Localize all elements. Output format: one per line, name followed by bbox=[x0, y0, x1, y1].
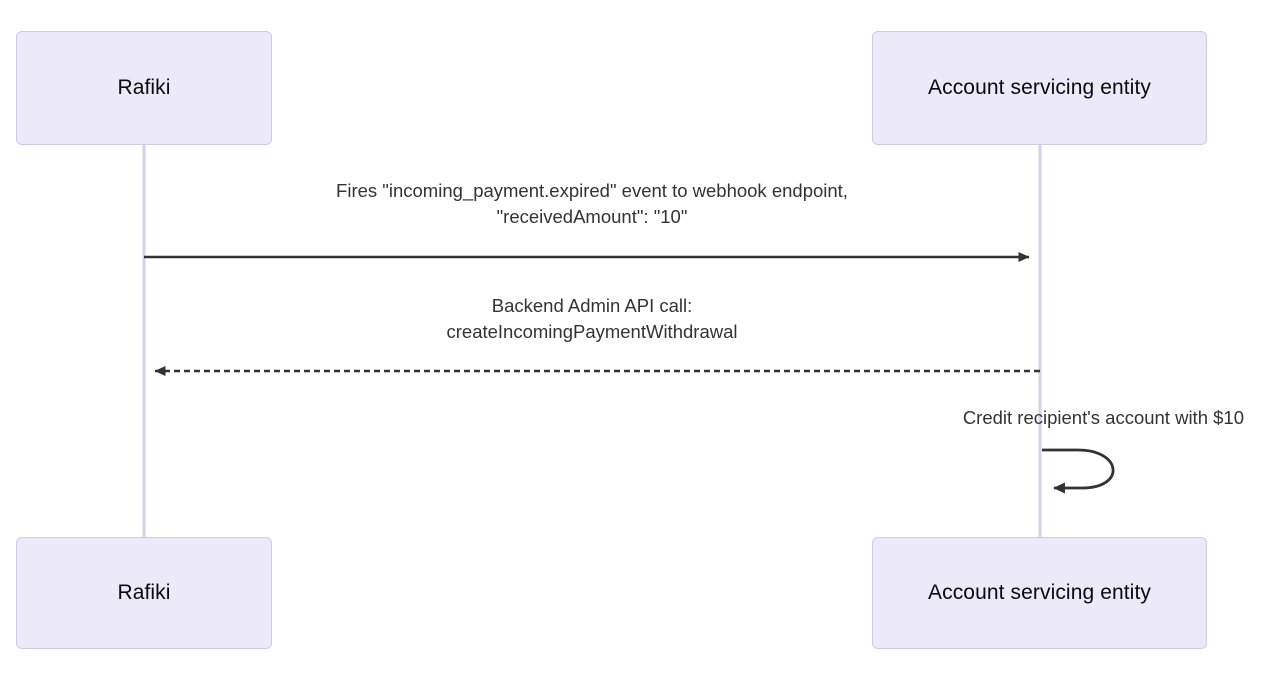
message-selfloop-credit-account bbox=[1042, 448, 1115, 494]
actor-box-rafiki-top[interactable]: Rafiki bbox=[16, 31, 272, 145]
actor-box-account-servicing-entity-top[interactable]: Account servicing entity bbox=[872, 31, 1207, 145]
actor-label-account-servicing-entity-top: Account servicing entity bbox=[927, 76, 1151, 100]
actor-label-account-servicing-entity-bottom: Account servicing entity bbox=[927, 581, 1151, 605]
actor-label-rafiki-top: Rafiki bbox=[117, 76, 171, 100]
actor-box-rafiki-bottom[interactable]: Rafiki bbox=[16, 537, 272, 649]
message-label-admin-api-call: Backend Admin API call: createIncomingPa… bbox=[446, 295, 738, 342]
actor-label-rafiki-bottom: Rafiki bbox=[117, 581, 171, 605]
message-label-credit-account: Credit recipient's account with $10 bbox=[962, 407, 1244, 428]
actor-box-account-servicing-entity-bottom[interactable]: Account servicing entity bbox=[872, 537, 1207, 649]
message-label-webhook-event: Fires "incoming_payment.expired" event t… bbox=[336, 180, 848, 227]
